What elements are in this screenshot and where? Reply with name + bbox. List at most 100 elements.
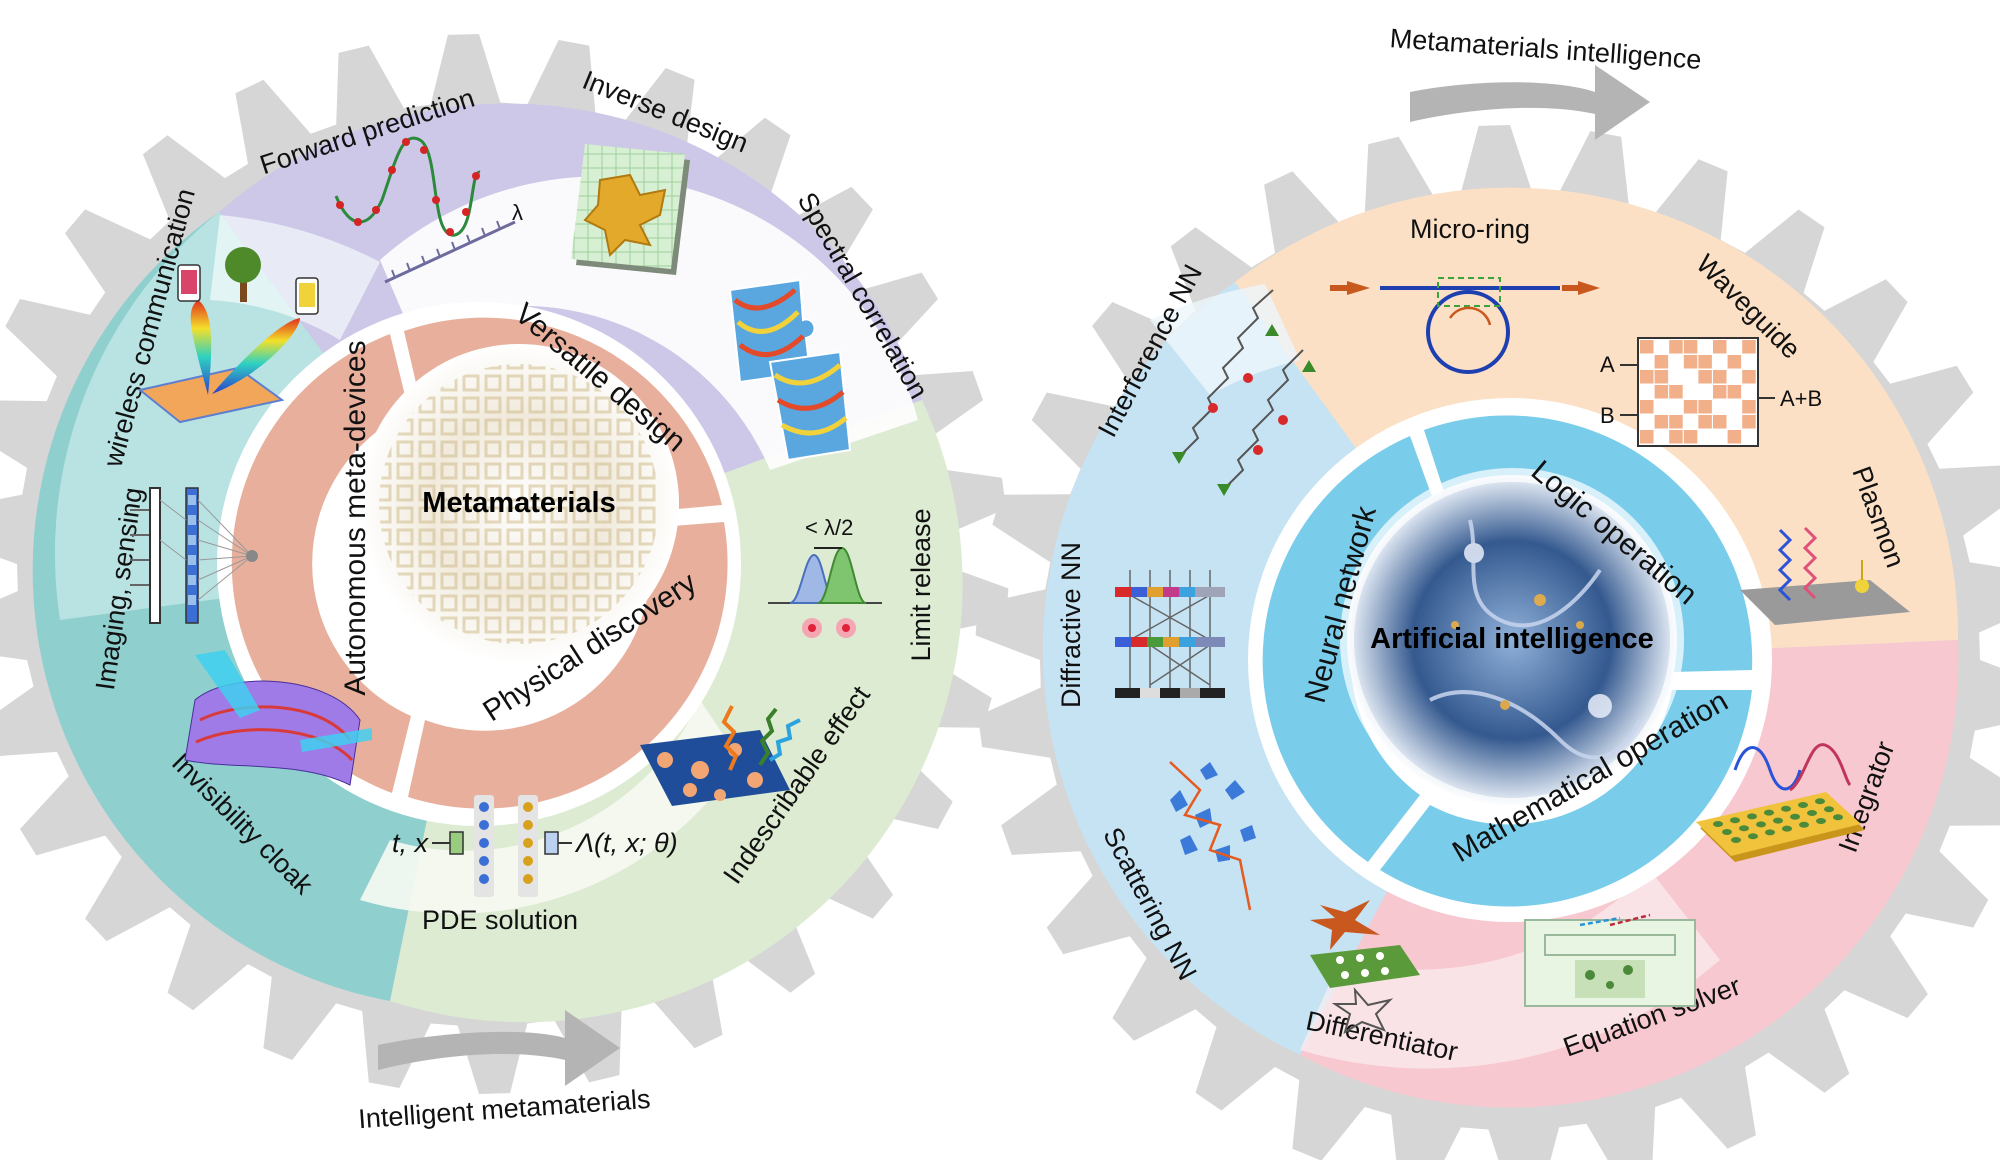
spectral-correlation-puzzle [728,278,852,462]
integrator-pixel [1722,829,1732,835]
integrator-pixel [1798,802,1808,808]
diff-star-top [1310,900,1380,950]
waveguide-cell [1654,355,1669,369]
cloak-beam [195,650,260,718]
ring-segment-autonomous [231,334,411,793]
prediction-curve [334,136,481,237]
waveguide-cell [1640,340,1654,354]
right-wheel: Artificial intelligence Logic operation … [975,125,2000,1160]
arrow-out [1578,281,1600,295]
waveguide-cell [1683,355,1698,369]
ring-segment-math [1380,690,1752,907]
integrator-pixels [1713,798,1843,843]
left-wheel: Metamaterials Versatile design Physical … [0,34,1009,1094]
integrator-pixel [1764,809,1774,816]
lambda-axis-label: λ [512,200,523,225]
ring-resonator [1426,290,1510,374]
right-core-bg [1347,475,1677,805]
plasmon-particle [1855,579,1869,593]
wave-blue [768,718,801,762]
diff-star-bottom [1331,987,1394,1035]
waveguide-cell [1683,430,1698,444]
waveguide-cell [1669,385,1683,399]
interference-path-1 [1177,289,1274,459]
spectral-stripes [733,288,848,436]
waveguide-cell [1713,340,1727,354]
waveguide-cell [1742,415,1756,429]
waveguide-cell [1640,400,1654,414]
indescribable-effect-icon [640,705,801,806]
integrator-pixel [1807,810,1817,816]
label-diffractive-nn: Diffractive NN [1056,542,1086,708]
inverse-design-shape [583,173,667,258]
arrow-in [1347,281,1370,295]
integrator-pixel [1747,813,1757,820]
ring-label-autonomous: Autonomous meta-devices [339,340,372,695]
pde-input-label: t, x [392,828,430,858]
inverse-design-unitcell [571,144,690,275]
interference-path-2 [1222,349,1304,491]
waveguide-icon: A B A+B [1600,337,1822,447]
waveguide-cell [1727,355,1742,369]
right-core-label: Artificial intelligence [1370,623,1654,655]
port-b-label: B [1600,403,1615,428]
prediction-points [336,138,480,236]
integrator-pixel [1782,825,1792,832]
scattering-path [1169,761,1252,911]
left-core-glow [359,344,679,664]
wireless-communication-icon [137,247,319,424]
waveguide-cell [1654,385,1669,399]
waveguide-cell [1698,415,1712,429]
waveguide-cell [1742,400,1756,414]
integrator-pixel [1833,814,1843,821]
plasmon-icon [1740,526,1910,625]
label-limit-release: Limit release [906,508,936,661]
right-band-white-left [1150,284,1300,395]
forward-prediction-plot: λ [334,136,523,284]
port-a-label: A [1600,352,1615,377]
waveguide-cell [1669,415,1683,429]
beam-right [212,318,300,394]
plasmon-wave-pink [1802,526,1818,600]
waveguide-cell [1669,430,1683,444]
integrator-pixel [1765,829,1775,836]
ring-segment-physical [408,522,728,809]
equation-solver-icon [1524,913,1696,1007]
scattering-nn-icon [1169,761,1256,911]
integrator-pixel [1713,821,1723,827]
waveguide-cell [1698,370,1712,384]
waveguide-cells [1640,340,1756,444]
left-core-label: Metamaterials [422,487,615,519]
detector-point [246,550,258,562]
waveguide-cell [1713,370,1727,384]
integrator-icon [1696,743,1865,862]
differentiator-icon [1310,900,1420,1035]
axis-ticks [391,220,501,279]
diffractive-nn-icon [1115,570,1225,698]
integrator-pixel [1799,821,1809,828]
label-pde-solution: PDE solution [422,905,578,935]
waveguide-cell [1698,400,1712,414]
pde-input-box [449,831,464,855]
invisibility-cloak-icon [184,650,372,786]
waveguide-cell [1698,355,1712,369]
waveguide-cell [1654,370,1669,384]
axis-line [384,220,516,284]
beam-left [190,300,212,395]
pde-output-label: Λ(t, x; θ) [574,828,678,858]
neuron-art [1429,519,1642,760]
integrator-pixel [1731,837,1741,843]
integrator-pixel [1816,818,1826,824]
right-wheel-title: Metamaterials intelligence [1389,23,1702,75]
waveguide-cell [1742,340,1756,354]
waveguide-cell [1654,415,1669,429]
coupling-box [1437,277,1501,307]
waveguide-cell [1727,430,1742,444]
integrator-input-curve [1733,746,1802,791]
diffractive-layer-2 [1115,637,1225,647]
integrator-pixel [1756,821,1766,828]
integrator-pixel [1824,806,1834,813]
subwavelength-label: < λ/2 [805,515,853,540]
diffractive-layer-1 [1115,587,1225,597]
